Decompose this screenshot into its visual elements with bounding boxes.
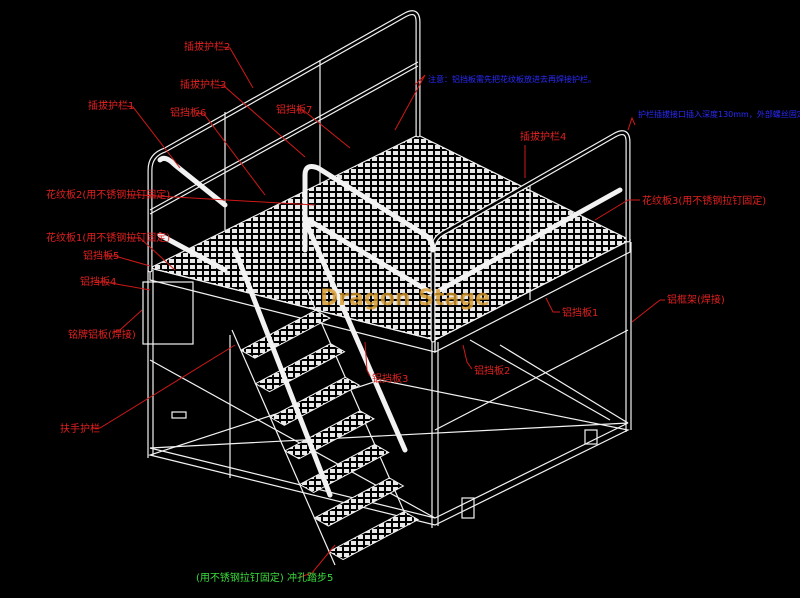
label-guardrail-4: 插拔护栏4 xyxy=(520,130,566,143)
label-baffle-1: 铝挡板1 xyxy=(562,306,598,319)
stair-step xyxy=(313,477,405,527)
label-pattern-plate-1: 花纹板1(用不锈钢拉钉固定) xyxy=(46,231,170,244)
label-frame: 铝框架(焊接) xyxy=(667,293,725,306)
stair-step xyxy=(254,343,346,393)
deck xyxy=(142,134,632,353)
label-baffle-6: 铝挡板6 xyxy=(170,106,206,119)
leader-lines xyxy=(92,46,665,578)
label-baffle-4: 铝挡板4 xyxy=(80,275,116,288)
label-pattern-plate-3: 花纹板3(用不锈钢拉钉固定) xyxy=(642,194,766,207)
note-baffle-weld: 注意：铝挡板需先把花纹板放进去再焊接护栏。 xyxy=(428,74,596,84)
label-nameplate: 铭牌铝板(焊接) xyxy=(68,328,136,341)
label-pattern-plate-2: 花纹板2(用不锈钢拉钉固定) xyxy=(46,188,170,201)
stair-step xyxy=(239,309,331,359)
label-baffle-2: 铝挡板2 xyxy=(474,364,510,377)
label-baffle-5: 铝挡板5 xyxy=(83,249,119,262)
stair-step xyxy=(283,410,376,460)
label-baffle-7: 铝挡板7 xyxy=(276,103,312,116)
base-frame xyxy=(147,329,630,526)
stairs xyxy=(231,217,420,566)
label-baffle-3: 铝挡板3 xyxy=(372,372,408,385)
label-guardrail-2: 插拔护栏2 xyxy=(184,40,230,53)
stair-handrail xyxy=(232,247,333,498)
label-guardrail-3: 插拔护栏3 xyxy=(180,78,226,91)
stair-stringer-left xyxy=(231,329,336,566)
legs xyxy=(147,242,632,528)
nameplate-plate xyxy=(142,281,194,345)
guardrails xyxy=(147,10,631,343)
label-guardrail-1: 插拔护栏1 xyxy=(88,99,134,112)
note-rail-insertion: 护栏插拔接口插入深度130mm，外部螺丝固定锁紧。 xyxy=(638,109,800,119)
stair-handrail xyxy=(302,217,408,453)
stair-step xyxy=(269,376,361,426)
watermark: Dragon Stage xyxy=(320,286,490,311)
stair-step xyxy=(328,511,420,561)
label-step-5: (用不锈钢拉钉固定) 冲孔踏步5 xyxy=(196,571,333,584)
label-handrail: 扶手护栏 xyxy=(60,422,100,435)
